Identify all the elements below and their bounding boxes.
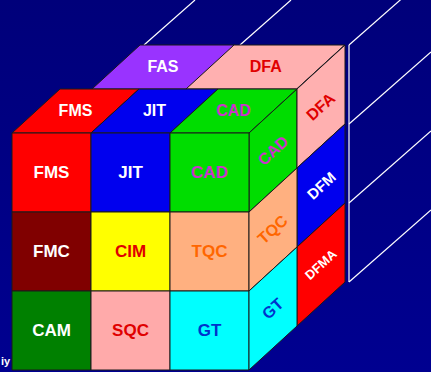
- cell-label: CAM: [32, 322, 71, 339]
- front-cell: SQC: [91, 291, 170, 370]
- fragment-label: iy: [1, 355, 10, 367]
- cell-face: [170, 291, 249, 370]
- cell-label: GT: [198, 322, 222, 339]
- cell-label: CIM: [115, 243, 146, 260]
- cell-face: [12, 133, 91, 212]
- cell-label: FMS: [34, 164, 70, 181]
- front-cell: CAD: [170, 133, 249, 212]
- cell-face: [12, 212, 91, 291]
- front-cell: CAM: [12, 291, 91, 370]
- guide-line: [349, 52, 431, 124]
- cell-label: CAD: [216, 103, 251, 119]
- cell-face: [170, 212, 249, 291]
- guide-line: [240, 0, 291, 45]
- cell-label: FMS: [59, 103, 93, 119]
- cell-face: [170, 133, 249, 212]
- cell-label: SQC: [112, 322, 149, 339]
- front-cell: FMC: [12, 212, 91, 291]
- cell-label: FAS: [147, 59, 178, 75]
- cell-label: TQC: [192, 243, 228, 260]
- guide-line: [349, 210, 431, 282]
- front-cell: TQC: [170, 212, 249, 291]
- cell-face: [12, 291, 91, 370]
- guide-line: [348, 45, 349, 282]
- guide-line: [349, 131, 431, 203]
- front-cell: JIT: [91, 133, 170, 212]
- cell-face: [91, 133, 170, 212]
- guide-line: [349, 0, 431, 45]
- cell-label: CAD: [191, 164, 228, 181]
- front-cell: CIM: [91, 212, 170, 291]
- cell-label: JIT: [143, 103, 166, 119]
- cell-label: JIT: [118, 164, 143, 181]
- cell-face: [91, 291, 170, 370]
- cell-label: FMC: [33, 243, 70, 260]
- cell-face: [297, 203, 345, 326]
- cell-face: [249, 247, 297, 370]
- side-cell: GT: [249, 247, 297, 370]
- front-cell: GT: [170, 291, 249, 370]
- guide-line: [144, 0, 195, 45]
- cell-face: [91, 212, 170, 291]
- cell-label: DFA: [250, 59, 282, 75]
- front-cell: FMS: [12, 133, 91, 212]
- side-cell: DFMA: [297, 203, 345, 326]
